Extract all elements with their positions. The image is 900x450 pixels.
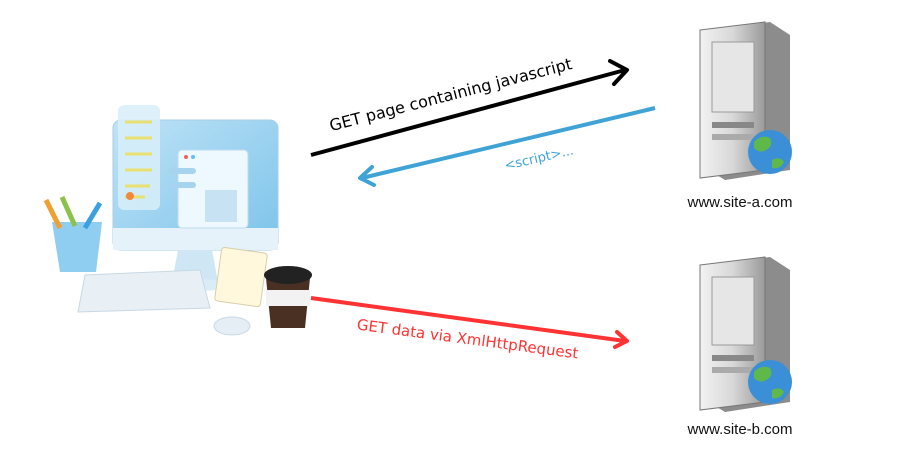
server-a-label: www.site-a.com (686, 194, 792, 211)
server-globe-icon (699, 256, 792, 412)
arrow-request-data (310, 296, 629, 349)
server-globe-icon (699, 21, 792, 180)
arrow-request-page (310, 59, 629, 157)
request-data-label: GET data via XmlHttpRequest (356, 316, 580, 363)
desktop-computer-icon (43, 105, 312, 336)
server-b-label: www.site-b.com (686, 421, 792, 438)
response-script-label: <script>... (503, 143, 575, 173)
arrow-response-script (358, 106, 656, 187)
